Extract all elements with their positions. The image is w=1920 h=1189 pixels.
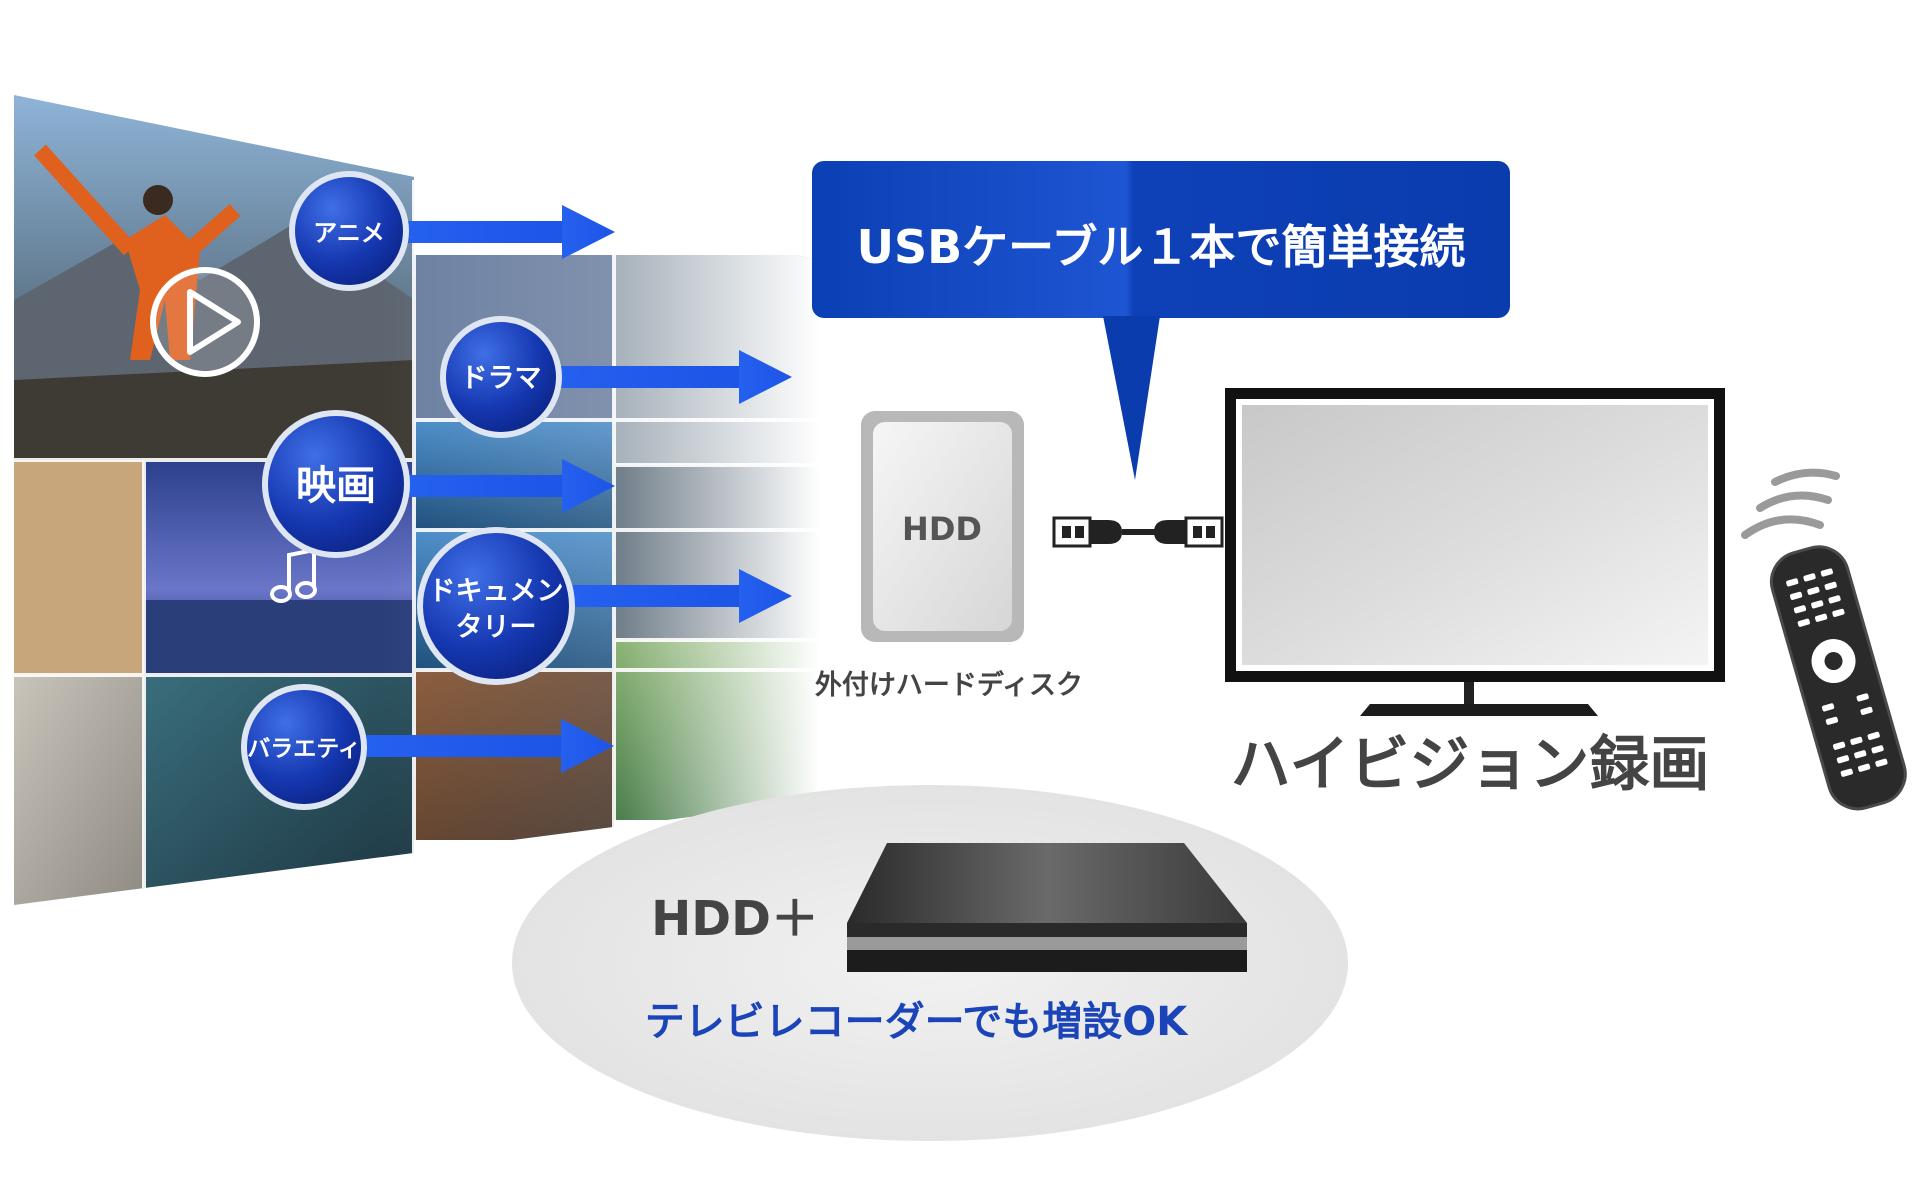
hdd-label: HDD: [902, 510, 982, 548]
tv-set: [1225, 388, 1725, 716]
recorder-caption: テレビレコーダーでも増設OK: [645, 999, 1190, 1045]
remote-control-icon: [1769, 545, 1907, 811]
recorder-prefix: HDD＋: [651, 891, 819, 947]
play-icon: [150, 267, 260, 377]
genre-label-movie: 映画: [296, 463, 376, 509]
usb-plug-icon: [1052, 516, 1224, 548]
genre-badge-movie: 映画: [262, 410, 410, 558]
genre-label-drama: ドラマ: [461, 363, 542, 394]
music-note-icon: [270, 547, 317, 603]
arrow-variety: [365, 719, 614, 773]
genre-label-documentary-line2: タリー: [456, 612, 537, 643]
wifi-signal-icon: [1741, 468, 1840, 539]
tv-recorder-device: [847, 843, 1247, 972]
genre-label-anime: アニメ: [313, 219, 385, 247]
arrow-movie: [408, 459, 615, 513]
recorder-panel: HDD＋ テレビレコーダーでも増設OK: [512, 785, 1348, 1141]
content-photo-collage: [14, 95, 820, 905]
arrow-drama: [557, 350, 792, 404]
hdd-caption: 外付けハードディスク: [815, 669, 1083, 701]
external-hdd: HDD: [861, 411, 1024, 642]
genre-badge-drama: ドラマ: [440, 316, 562, 438]
genre-label-variety: バラエティ: [247, 736, 361, 762]
usb-callout: USBケーブル１本で簡単接続: [812, 161, 1510, 480]
arrow-documentary: [573, 569, 792, 623]
callout-text: USBケーブル１本で簡単接続: [857, 220, 1466, 274]
tv-caption: ハイビジョン録画: [1231, 730, 1710, 800]
genre-badge-documentary: ドキュメン タリー: [417, 527, 575, 685]
genre-badge-variety: バラエティ: [241, 684, 367, 810]
genre-arrows: [365, 205, 792, 773]
arrow-anime: [408, 205, 615, 259]
genre-badge-anime: アニメ: [289, 171, 409, 291]
genre-label-documentary-line1: ドキュメン: [429, 576, 564, 607]
